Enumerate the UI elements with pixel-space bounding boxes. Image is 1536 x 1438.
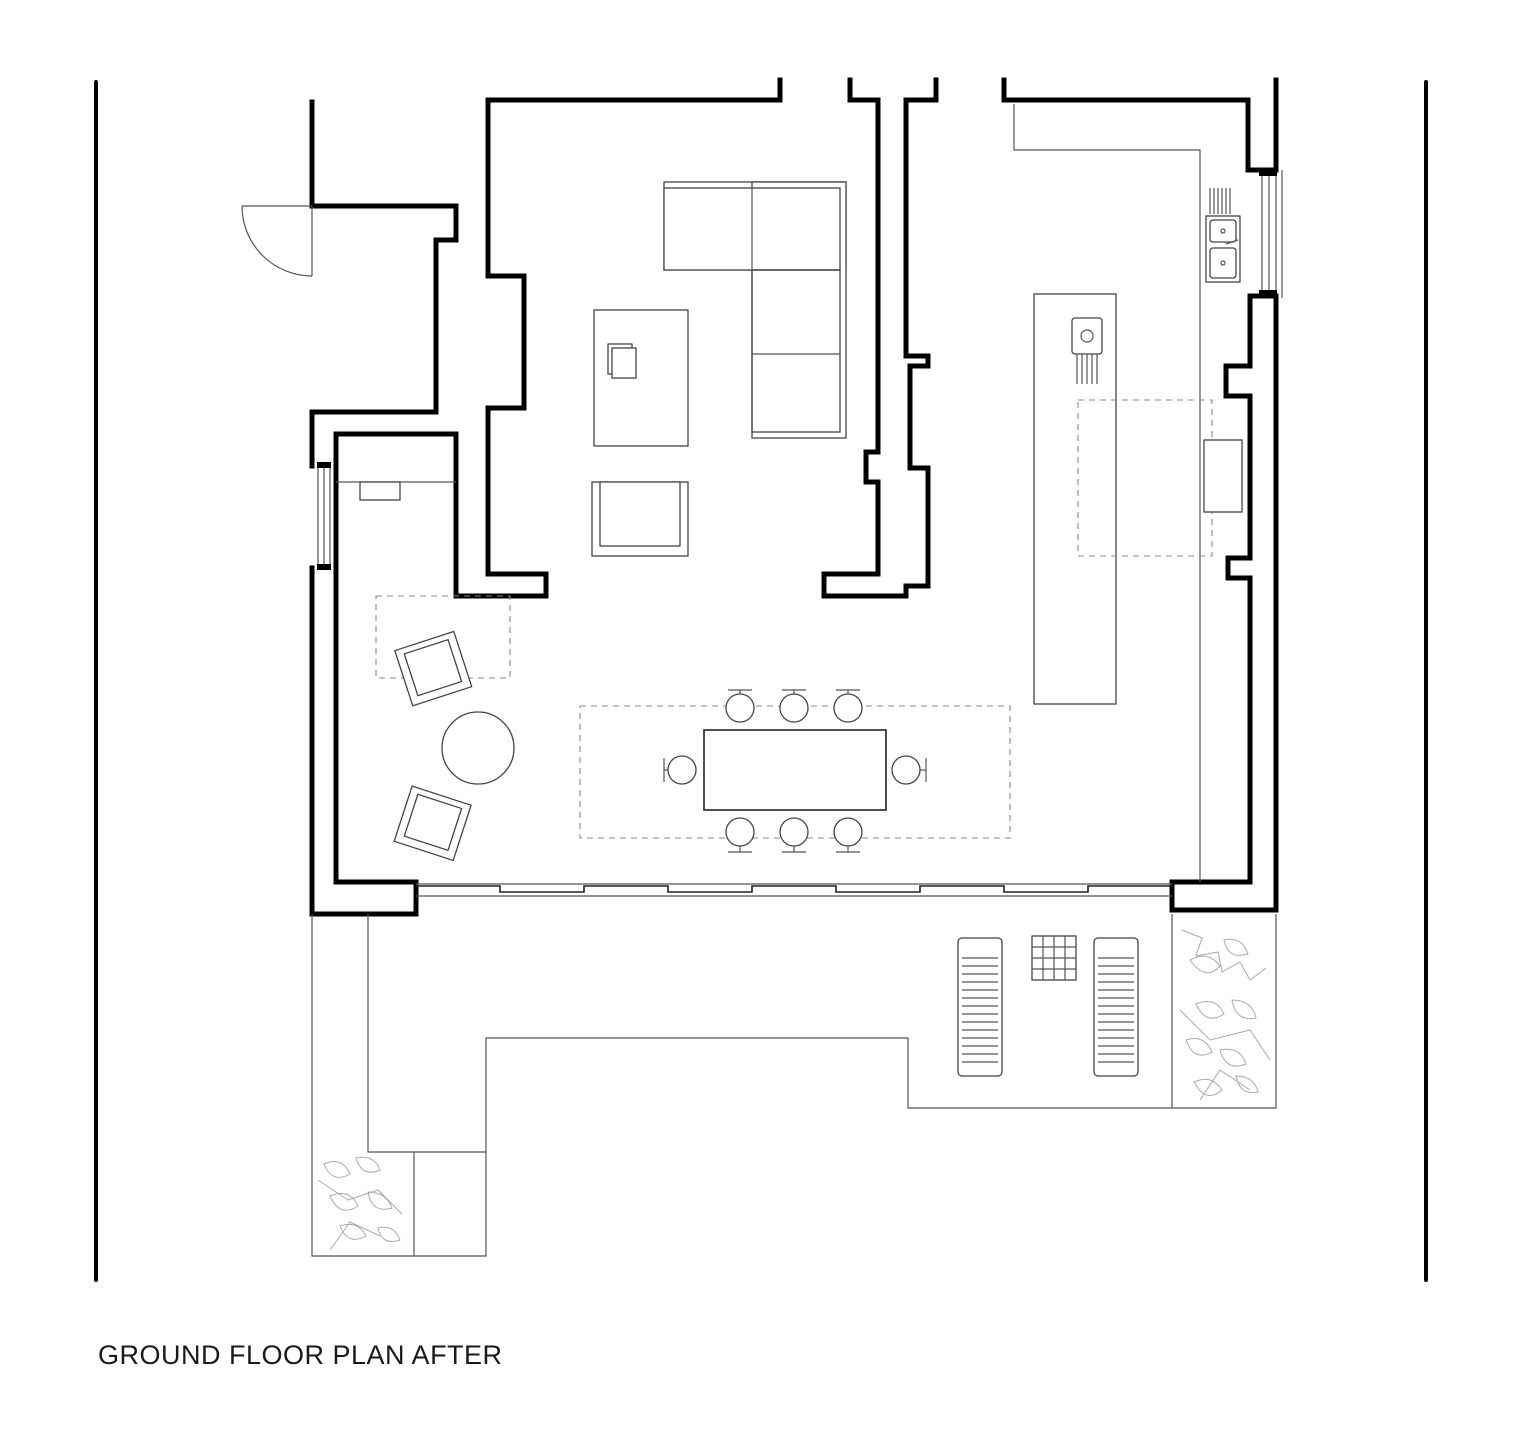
plan-caption: GROUND FLOOR PLAN AFTER: [98, 1340, 503, 1370]
corner-sofa: [663, 181, 847, 439]
garden-patio: [311, 914, 1277, 1257]
side-table-grid: [1031, 935, 1077, 981]
rear-folding-doors: [416, 883, 1172, 897]
kitchen-right-wall: [1169, 293, 1279, 913]
coffee-table: [593, 309, 689, 447]
chair: [833, 689, 863, 723]
living-room-right-wall: [821, 77, 939, 599]
island-hob: [1071, 317, 1103, 384]
kitchen-top-wall: [1001, 77, 1279, 173]
kitchen: [1013, 104, 1243, 882]
side-wall-left: [309, 77, 783, 917]
walls: [309, 77, 1279, 917]
chair: [779, 817, 809, 853]
chair: [891, 755, 927, 785]
chair: [725, 817, 755, 853]
lounge-chair-top: [393, 630, 473, 707]
entrance-door: [241, 205, 313, 277]
left-window: [317, 462, 331, 570]
dining-table: [703, 729, 887, 811]
kitchen-sink: [1205, 188, 1241, 283]
round-side-table: [441, 711, 515, 785]
lounge-chair-bottom: [393, 785, 472, 862]
planting-bed-left: [317, 1156, 403, 1251]
dining-chairs: [663, 689, 927, 853]
sun-lounger-left: [957, 937, 1003, 1077]
planting-bed-right: [1179, 929, 1271, 1101]
sun-lounger-right: [1093, 937, 1139, 1077]
kitchen-appliance: [1203, 439, 1243, 513]
patio-path: [367, 914, 486, 1153]
chair: [725, 689, 755, 723]
hall-cabinet: [336, 481, 456, 501]
entrance-wall-outer: [309, 99, 459, 469]
chair: [663, 755, 697, 785]
dining-area: [579, 689, 1011, 853]
kitchen-counter-run: [1013, 104, 1201, 882]
sitting-area: [375, 595, 515, 862]
kitchen-island: [1033, 293, 1117, 705]
chair: [779, 689, 809, 723]
kitchen-window: [1259, 170, 1283, 298]
armchair: [591, 481, 689, 557]
sitting-rug: [375, 595, 511, 679]
living-room: [591, 181, 847, 557]
patio-edge-left: [311, 914, 1277, 1257]
chair: [833, 817, 863, 853]
